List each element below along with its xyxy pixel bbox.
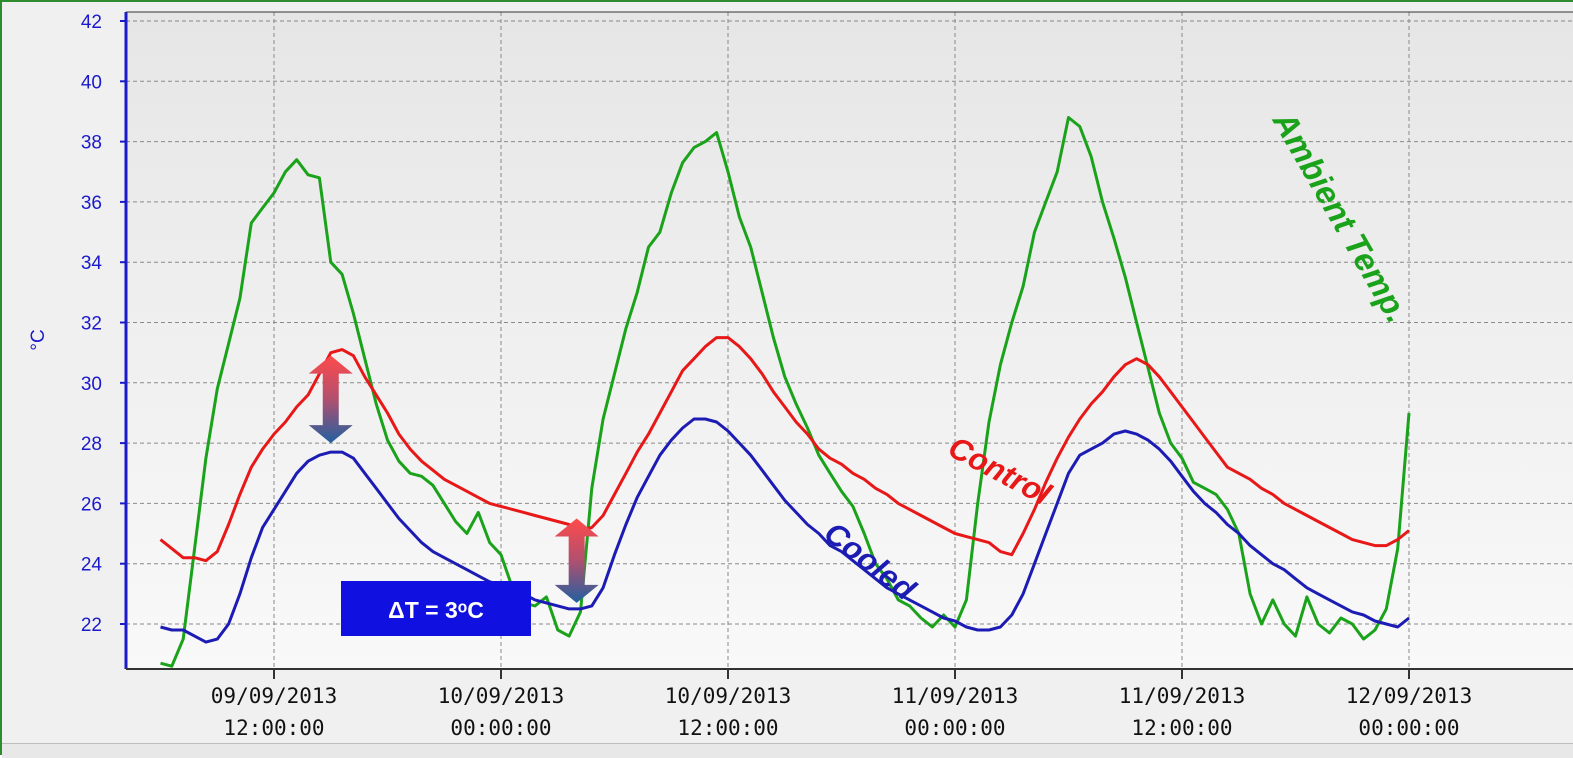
delta-arrow-0 (308, 355, 353, 444)
delta-arrows (308, 355, 599, 603)
y-tick-label-2: 26 (81, 494, 102, 515)
x-tick-time-1: 00:00:00 (450, 716, 551, 740)
x-tick-time-0: 12:00:00 (223, 716, 324, 740)
y-tick-label-10: 42 (81, 12, 102, 33)
y-tick-label-7: 36 (81, 193, 102, 214)
series-line-control (159, 336, 1410, 563)
delta-t-box (341, 581, 531, 636)
x-tick-time-2: 12:00:00 (677, 716, 778, 740)
y-tick-label-9: 40 (81, 72, 102, 93)
y-tick-label-6: 34 (81, 253, 103, 274)
y-tick-label-8: 38 (81, 133, 102, 154)
y-tick-label-5: 32 (81, 314, 102, 335)
series-line-ambient-temp (160, 116, 1411, 668)
x-tick-date-1: 10/09/2013 (438, 684, 564, 708)
status-strip (2, 743, 1573, 758)
x-tick-date-0: 09/09/2013 (211, 684, 337, 708)
delta-t-text: ΔT = 3ᵒC (388, 597, 484, 623)
gridlines (126, 12, 1573, 669)
y-tick-label-1: 24 (81, 555, 103, 576)
x-tick-time-5: 00:00:00 (1358, 716, 1459, 740)
delta-arrow-1 (554, 518, 599, 603)
series-line-cooled (160, 417, 1410, 644)
x-tick-time-3: 00:00:00 (904, 716, 1005, 740)
y-tick-label-0: 22 (81, 615, 102, 636)
y-axis-label: °C (28, 329, 49, 350)
plot-area (126, 12, 1573, 669)
x-tick-date-5: 12/09/2013 (1346, 684, 1472, 708)
series-group (159, 116, 1411, 668)
x-tick-date-4: 11/09/2013 (1119, 684, 1245, 708)
x-tick-date-3: 11/09/2013 (892, 684, 1018, 708)
x-tick-date-2: 10/09/2013 (665, 684, 791, 708)
y-tick-label-4: 30 (81, 374, 102, 395)
axes (120, 11, 1573, 679)
x-tick-time-4: 12:00:00 (1131, 716, 1232, 740)
y-tick-labels: 22 24 26 28 30 32 34 36 38 40 42 (81, 12, 103, 636)
x-tick-labels: 09/09/2013 12:00:00 10/09/2013 00:00:00 10/0… (211, 684, 1472, 740)
y-tick-label-3: 28 (81, 434, 102, 455)
